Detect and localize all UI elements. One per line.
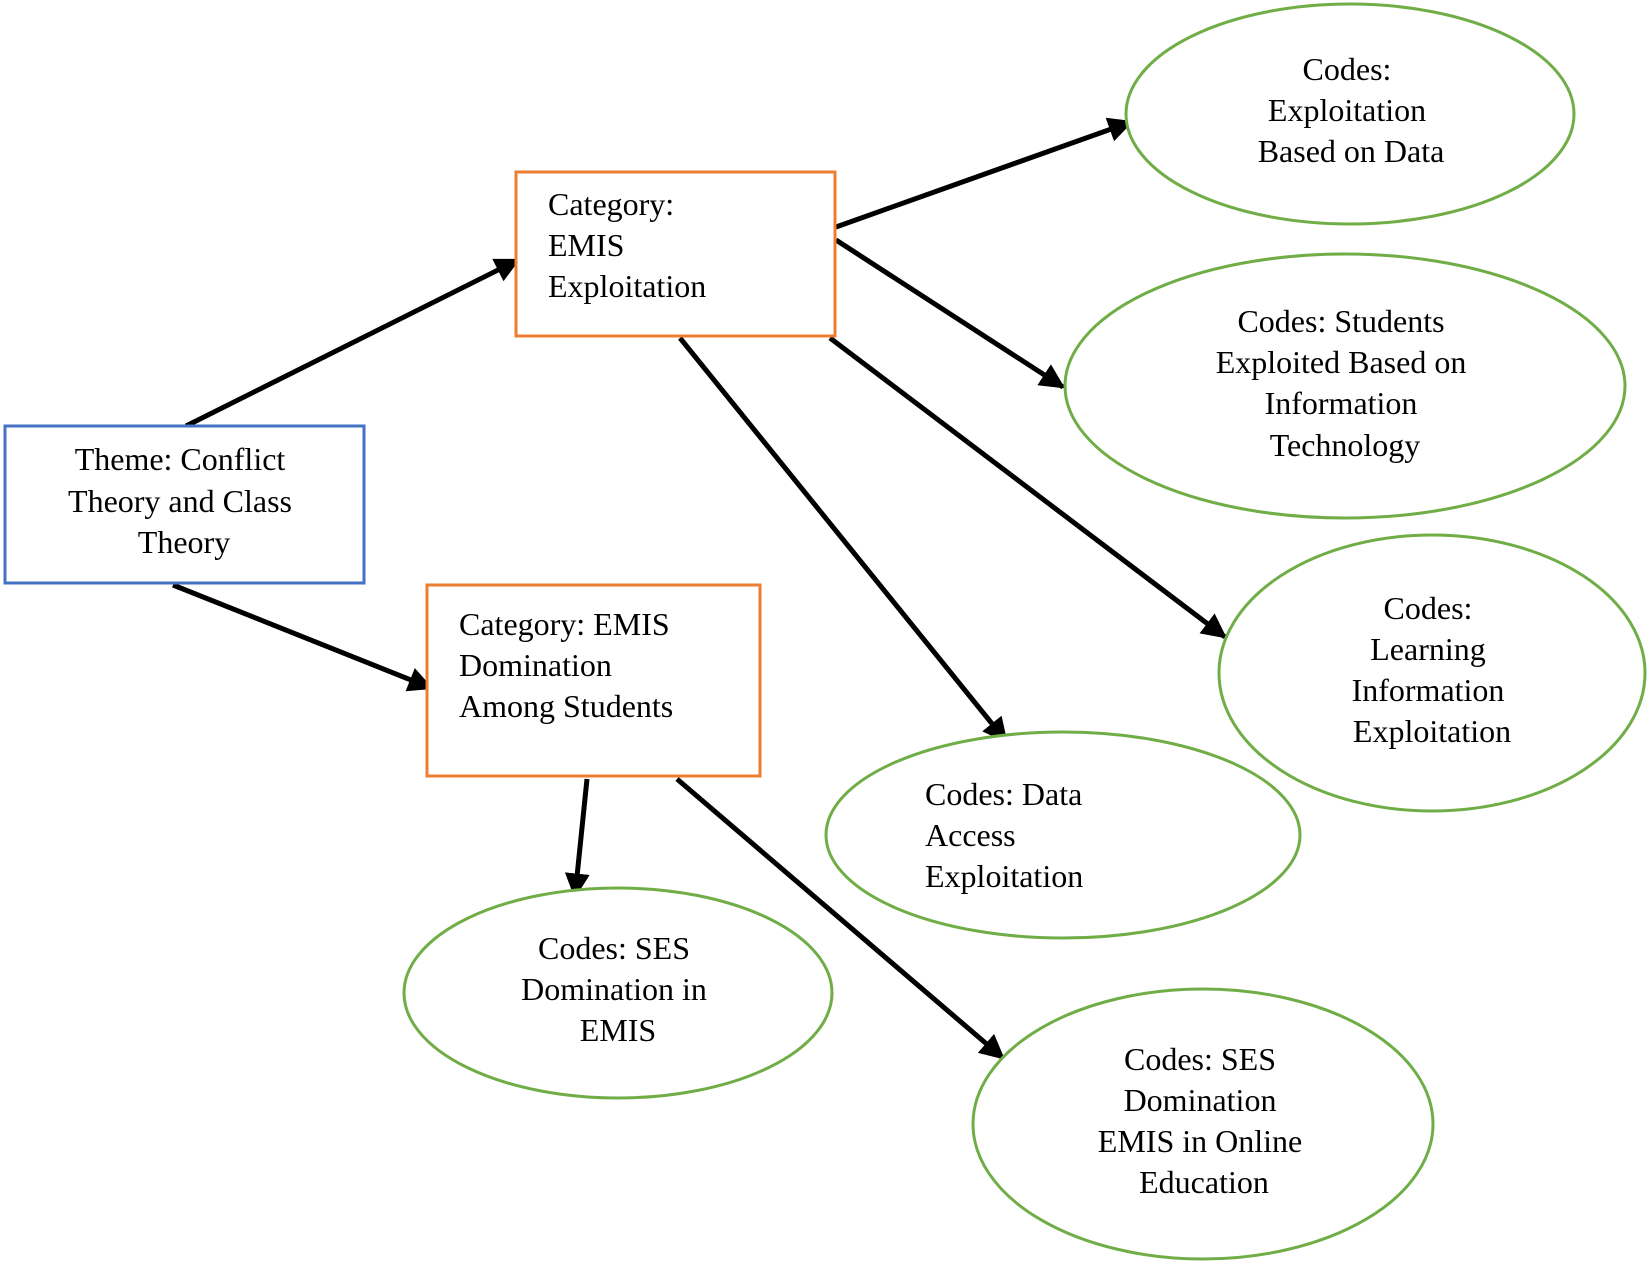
code-learning-information-label: Codes: Learning Information Exploitation [1352, 590, 1513, 749]
code-exploitation-based-on-data-ellipse [1124, 2, 1576, 226]
theme-label: Theme: Conflict Theory and Class Theory [68, 441, 300, 560]
code-ses-domination-emis-node: Codes: SES Domination in EMIS [402, 886, 834, 1100]
code-exploitation-based-on-data-label: Codes: Exploitation Based on Data [1258, 51, 1445, 169]
code-ses-domination-emis-label: Codes: SES Domination in EMIS [521, 930, 715, 1048]
code-ses-domination-online-node: Codes: SES Domination EMIS in Online Edu… [971, 987, 1435, 1261]
code-ses-domination-online-label: Codes: SES Domination EMIS in Online Edu… [1098, 1041, 1310, 1200]
code-students-exploited-label: Codes: Students Exploited Based on Infor… [1216, 303, 1475, 463]
category-exploitation-box [514, 170, 837, 338]
arrow-exploitation-to-code-students-exploited [834, 237, 1066, 390]
code-data-access-node: Codes: Data Access Exploitation [824, 730, 1302, 940]
arrow-theme-to-category-domination [172, 582, 434, 692]
arrow-exploitation-to-code-data-access [678, 336, 1008, 743]
category-exploitation-label: Category: EMIS Exploitation [548, 186, 706, 304]
arrow-exploitation-to-code-learning-information [828, 336, 1227, 639]
code-learning-information-ellipse [1217, 533, 1647, 813]
code-ses-domination-online-ellipse [971, 987, 1435, 1261]
code-learning-information-node: Codes: Learning Information Exploitation [1217, 533, 1647, 813]
code-data-access-ellipse [824, 730, 1302, 940]
theme-node: Theme: Conflict Theory and Class Theory [3, 424, 366, 585]
code-ses-domination-emis-ellipse [402, 886, 834, 1100]
code-students-exploited-ellipse [1063, 252, 1627, 520]
arrow-domination-to-code-ses-domination-online [675, 777, 1005, 1060]
code-data-access-label: Codes: Data Access Exploitation [925, 776, 1090, 894]
arrow-exploitation-to-code-exploitation-based-on-data [835, 117, 1134, 230]
category-domination-label: Category: EMIS Domination Among Students [459, 606, 678, 724]
theme-box [3, 424, 366, 585]
category-domination-node: Category: EMIS Domination Among Students [425, 583, 762, 778]
arrow-domination-to-code-ses-domination-emis [564, 778, 590, 899]
category-exploitation-node: Category: EMIS Exploitation [514, 170, 837, 338]
code-students-exploited-node: Codes: Students Exploited Based on Infor… [1063, 252, 1627, 520]
code-exploitation-based-on-data-node: Codes: Exploitation Based on Data [1124, 2, 1576, 226]
arrow-theme-to-category-exploitation [184, 257, 521, 429]
category-domination-box [425, 583, 762, 778]
arrows [172, 117, 1227, 1060]
